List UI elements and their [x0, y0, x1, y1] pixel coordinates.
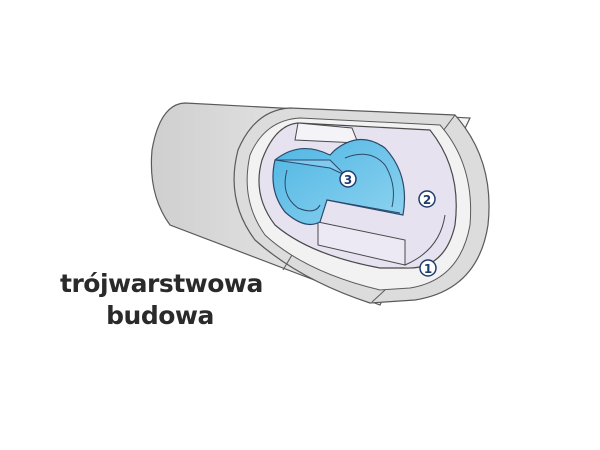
marker-2: 2: [418, 190, 436, 208]
marker-1: 1: [419, 259, 437, 277]
svg-text:2: 2: [423, 193, 431, 207]
svg-text:3: 3: [344, 173, 352, 187]
marker-3: 3: [339, 170, 357, 188]
caption-line-2: budowa: [106, 301, 214, 330]
caption-line-1: trójwarstwowa: [60, 269, 263, 298]
caption: trójwarstwowa budowa: [60, 268, 263, 332]
inner-layer: [272, 138, 406, 225]
svg-text:1: 1: [424, 262, 432, 276]
